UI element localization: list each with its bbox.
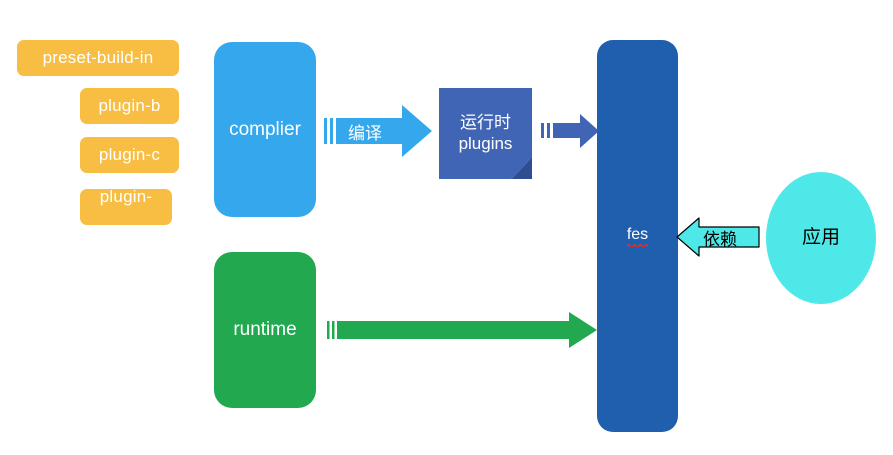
- arrow-runtime-to-fes-shape: [327, 312, 597, 348]
- node-runtime-plugins[interactable]: 运行时 plugins: [439, 88, 532, 179]
- plugin-chip-label: preset-build-in: [42, 48, 154, 68]
- node-complier[interactable]: complier: [214, 42, 316, 217]
- node-runtime-plugins-line2: plugins: [458, 133, 513, 153]
- arrow-compile-shape: [324, 105, 432, 157]
- arrow-compile[interactable]: 编译: [324, 104, 432, 158]
- node-runtime-plugins-body: [439, 88, 532, 179]
- node-app[interactable]: 应用: [766, 172, 876, 304]
- plugin-chip-label: plugin-b: [98, 96, 161, 116]
- node-app-label: 应用: [801, 227, 840, 249]
- plugin-chip-label: plugin-c: [98, 145, 161, 165]
- arrow-depends[interactable]: 依赖: [676, 216, 760, 258]
- node-fes-label-wrap: fes: [626, 225, 649, 248]
- arrow-plugins-to-fes-shape: [541, 114, 599, 148]
- plugin-chip-label-line1: plugin-: [99, 187, 153, 206]
- node-runtime-label: runtime: [233, 319, 297, 341]
- node-complier-label: complier: [229, 118, 301, 140]
- plugin-chip-plugin-xxx[interactable]: plugin- xxx: [80, 187, 172, 249]
- arrow-runtime-to-fes[interactable]: [327, 310, 597, 350]
- node-fes[interactable]: fes: [597, 40, 678, 432]
- node-fes-label: fes: [626, 225, 649, 243]
- node-runtime-plugins-line1: 运行时: [460, 113, 511, 133]
- node-runtime-plugins-text: 运行时 plugins: [439, 88, 532, 179]
- arrow-plugins-to-fes[interactable]: [541, 113, 599, 149]
- plugin-chip-plugin-b[interactable]: plugin-b: [80, 88, 179, 124]
- arrow-depends-shape: [676, 217, 760, 257]
- plugin-chip-preset-build-in[interactable]: preset-build-in: [17, 40, 179, 76]
- plugin-chip-label-line2: xxx: [112, 229, 140, 249]
- plugin-chip-plugin-c[interactable]: plugin-c: [80, 137, 179, 173]
- node-runtime[interactable]: runtime: [214, 252, 316, 408]
- plugin-chip-label: plugin- xxx: [80, 187, 172, 252]
- spellcheck-underline-icon: [626, 243, 649, 248]
